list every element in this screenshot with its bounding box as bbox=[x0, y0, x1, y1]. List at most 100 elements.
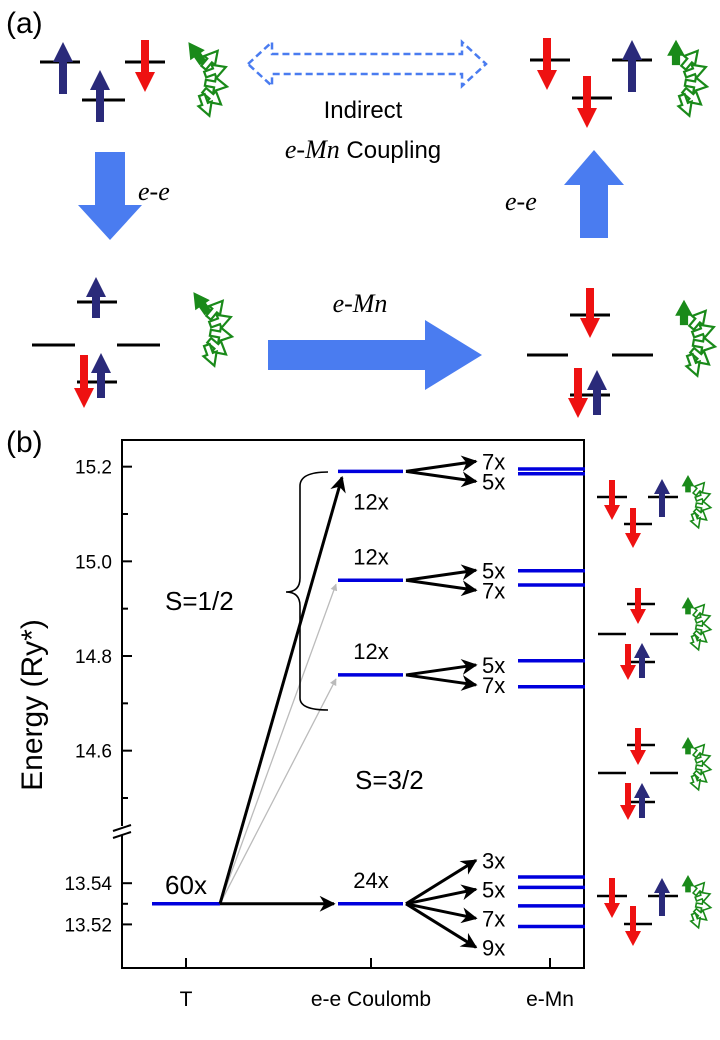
mn-spin-hollow-arrow bbox=[691, 603, 706, 619]
mn-spin-solid-arrow bbox=[667, 39, 685, 66]
spin-up-arrow bbox=[622, 40, 642, 92]
splitting-arrow bbox=[405, 455, 478, 473]
y-tick-label: 13.52 bbox=[64, 915, 112, 936]
mn-spin-hollow-arrow bbox=[694, 621, 713, 635]
transition-arrow-faint bbox=[219, 678, 337, 905]
spin-up-arrow bbox=[587, 370, 607, 415]
ee-label-left: e-e bbox=[138, 177, 170, 206]
mn-spin-hollow-arrow bbox=[691, 335, 718, 353]
splitting-arrow bbox=[405, 902, 478, 924]
mn-spin-hollow-arrow bbox=[682, 63, 708, 81]
mn-spin-hollow-arrow bbox=[689, 512, 702, 530]
spin-up-arrow bbox=[91, 353, 111, 398]
x-tick-label: e-Mn bbox=[526, 988, 574, 1011]
level-chart: Energy (Ry*) 15.215.014.814.613.5413.52 … bbox=[16, 439, 585, 1011]
splitting-arrow bbox=[405, 564, 478, 582]
degeneracy-emn: 5x bbox=[482, 653, 505, 678]
mn-spin-hollow-arrow bbox=[199, 49, 220, 72]
degeneracy-ee: 12x bbox=[353, 489, 388, 514]
mn-spin-hollow-arrow bbox=[196, 92, 214, 118]
splitting-arrow bbox=[405, 469, 478, 488]
mn-spin-hollow-arrow bbox=[694, 613, 712, 626]
mn-spin-hollow-arrow bbox=[694, 891, 712, 904]
ee-process-arrow-down bbox=[78, 152, 142, 240]
degeneracy-emn: 7x bbox=[482, 449, 505, 474]
mn-spin-hollow-arrow bbox=[691, 743, 706, 759]
degeneracy-T: 60x bbox=[165, 870, 207, 900]
mn-spin-solid-arrow bbox=[193, 292, 212, 316]
spin-down-arrow bbox=[625, 906, 641, 946]
config-top-right bbox=[530, 38, 710, 128]
spin-down-arrow bbox=[580, 288, 600, 338]
y-tick-label: 15.0 bbox=[75, 552, 112, 573]
degeneracy-emn: 5x bbox=[482, 877, 505, 902]
mn-spin-hollow-arrow bbox=[689, 774, 702, 792]
spin-up-arrow bbox=[634, 643, 650, 678]
mn-spin-cluster bbox=[675, 299, 718, 378]
mn-spin-hollow-arrow bbox=[689, 912, 702, 930]
mn-spin-hollow-arrow bbox=[204, 299, 225, 322]
y-tick-label: 13.54 bbox=[64, 874, 112, 895]
mn-spin-hollow-arrow bbox=[687, 309, 708, 332]
mn-spin-hollow-arrow bbox=[684, 352, 702, 378]
degeneracy-ee: 12x bbox=[353, 544, 388, 569]
mn-spin-solid-arrow bbox=[188, 42, 207, 66]
degeneracy-emn: 5x bbox=[482, 558, 505, 583]
spin-down-arrow bbox=[74, 355, 94, 408]
mn-spin-hollow-arrow bbox=[694, 761, 713, 775]
spin-down-arrow bbox=[135, 40, 155, 92]
indirect-coupling-line1: Indirect bbox=[324, 97, 403, 124]
mn-spin-hollow-arrow bbox=[690, 323, 716, 341]
mn-spin-hollow-arrow bbox=[694, 499, 713, 513]
spin-down-arrow bbox=[568, 368, 588, 418]
mn-spin-hollow-arrow bbox=[692, 507, 708, 521]
y-tick-label: 14.8 bbox=[75, 647, 112, 668]
config-b-1 bbox=[597, 474, 713, 548]
mn-spin-cluster bbox=[681, 736, 713, 792]
spin-up-arrow bbox=[90, 70, 110, 122]
mn-spin-cluster bbox=[681, 474, 713, 530]
spin-up-arrow bbox=[634, 783, 650, 818]
transition-arrows bbox=[218, 455, 478, 949]
degeneracy-emn: 3x bbox=[482, 848, 505, 873]
mn-spin-cluster bbox=[667, 39, 710, 118]
panel-a-label: (a) bbox=[6, 7, 43, 40]
spin-half-brace bbox=[285, 471, 329, 711]
mn-spin-cluster bbox=[681, 596, 713, 652]
spin-up-arrow bbox=[654, 878, 670, 916]
mn-spin-hollow-arrow bbox=[679, 49, 700, 72]
mn-spin-solid-arrow bbox=[681, 474, 695, 493]
y-tick-label: 14.6 bbox=[75, 742, 112, 763]
emn-process-arrow bbox=[268, 320, 482, 390]
transition-arrow-faint bbox=[219, 583, 338, 905]
splitting-arrow bbox=[405, 902, 478, 949]
config-bottom-left bbox=[32, 277, 235, 408]
splitting-arrow bbox=[405, 884, 478, 906]
mn-spin-hollow-arrow bbox=[203, 75, 230, 93]
splitting-arrow bbox=[405, 859, 478, 906]
spin-down-arrow bbox=[630, 728, 646, 765]
splitting-arrow bbox=[405, 659, 478, 677]
mn-spin-hollow-arrow bbox=[692, 629, 708, 643]
x-tick-label: e-e Coulomb bbox=[311, 988, 431, 1011]
spin-up-arrow bbox=[53, 42, 73, 94]
axis-break-mark bbox=[112, 824, 132, 839]
mn-spin-hollow-arrow bbox=[691, 481, 706, 497]
energy-levels bbox=[152, 467, 585, 929]
mn-spin-hollow-arrow bbox=[694, 491, 712, 504]
panel-b-label: (b) bbox=[6, 426, 43, 459]
config-bottom-right bbox=[527, 288, 718, 418]
mn-spin-hollow-arrow bbox=[692, 769, 708, 783]
degeneracy-emn: 7x bbox=[482, 673, 505, 698]
x-tick-label: T bbox=[180, 988, 193, 1011]
mn-spin-solid-arrow bbox=[681, 736, 695, 755]
config-b-4 bbox=[597, 874, 713, 946]
degeneracy-emn: 7x bbox=[482, 578, 505, 603]
ee-label-right: e-e bbox=[505, 187, 537, 216]
degeneracy-emn: 9x bbox=[482, 935, 505, 960]
degeneracy-emn: 7x bbox=[482, 906, 505, 931]
emn-label: e-Mn bbox=[333, 289, 388, 318]
mn-spin-solid-arrow bbox=[681, 596, 695, 615]
spin-down-arrow bbox=[537, 38, 557, 90]
